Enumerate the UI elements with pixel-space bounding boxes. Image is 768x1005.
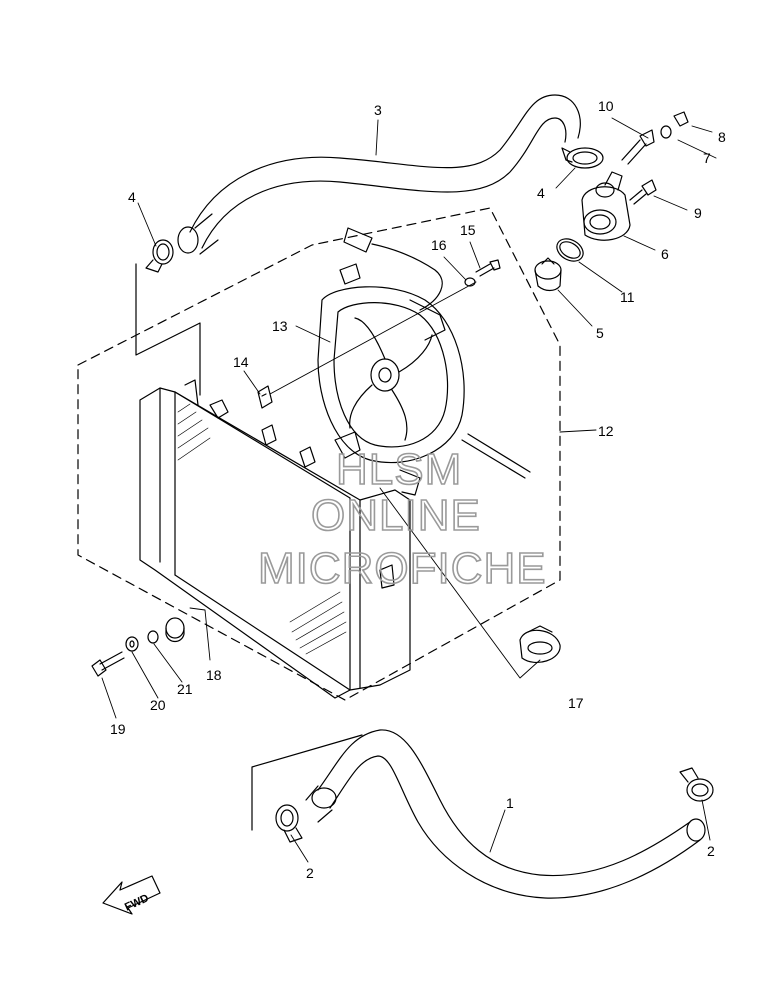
ref-bracket-hose3 bbox=[135, 263, 201, 396]
callout-8: 8 bbox=[718, 129, 726, 145]
bolt-8 bbox=[673, 111, 689, 127]
watermark-line-3: MICROFICHE bbox=[258, 544, 547, 593]
callout-11: 11 bbox=[620, 289, 635, 305]
hose-clamp-upper-right bbox=[561, 147, 604, 169]
collar-18 bbox=[165, 617, 185, 643]
forward-arrow-icon bbox=[102, 875, 161, 915]
callout-15: 15 bbox=[460, 222, 476, 238]
radiator-assembly-boundary bbox=[77, 207, 561, 701]
watermark-line-2: ONLINE bbox=[311, 491, 481, 540]
upper-hose bbox=[177, 94, 581, 255]
hose-clamp-left bbox=[145, 239, 174, 273]
thermostat bbox=[534, 257, 562, 292]
hose-clamp-lower-right bbox=[679, 767, 714, 802]
callout-18: 18 bbox=[206, 667, 222, 683]
forward-label: FWD bbox=[123, 892, 151, 913]
callout-labels: 1 2 2 3 4 4 5 6 7 8 9 10 11 12 13 14 15 … bbox=[110, 98, 726, 881]
callout-4-right: 4 bbox=[537, 185, 545, 201]
hose-clamp-lower-left bbox=[275, 804, 303, 843]
callout-6: 6 bbox=[661, 246, 669, 262]
callout-12: 12 bbox=[598, 423, 614, 439]
callout-19: 19 bbox=[110, 721, 126, 737]
radiator-cap bbox=[519, 625, 561, 663]
washer-7 bbox=[660, 125, 672, 139]
leader-lines bbox=[101, 117, 717, 863]
callout-14: 14 bbox=[233, 354, 249, 370]
fan-assembly bbox=[317, 263, 465, 496]
callout-21: 21 bbox=[177, 681, 193, 697]
o-ring bbox=[556, 238, 584, 262]
bolt-10 bbox=[621, 129, 655, 165]
damper-21 bbox=[147, 630, 159, 644]
watermark: HLSM ONLINE MICROFICHE bbox=[257, 444, 547, 594]
lower-hose bbox=[305, 729, 706, 899]
bolt-9 bbox=[629, 179, 657, 205]
thermostat-housing bbox=[581, 171, 631, 241]
bolt-19 bbox=[91, 651, 125, 677]
callout-4-left: 4 bbox=[128, 189, 136, 205]
callout-16: 16 bbox=[431, 237, 447, 253]
radiator bbox=[139, 379, 411, 699]
ref-bracket-hose1 bbox=[251, 734, 363, 831]
radiator-fins bbox=[177, 403, 347, 655]
callout-2-left: 2 bbox=[306, 865, 314, 881]
callout-7: 7 bbox=[703, 150, 711, 166]
screw-15 bbox=[475, 259, 501, 277]
watermark-line-1: HLSM bbox=[336, 445, 462, 494]
callout-2-right: 2 bbox=[707, 843, 715, 859]
washer-20 bbox=[125, 636, 139, 652]
callout-9: 9 bbox=[694, 205, 702, 221]
callout-1: 1 bbox=[506, 795, 514, 811]
callout-5: 5 bbox=[596, 325, 604, 341]
fan-wire-harness bbox=[343, 227, 531, 479]
clip-14 bbox=[257, 385, 273, 409]
callout-17: 17 bbox=[568, 695, 584, 711]
callout-13: 13 bbox=[272, 318, 288, 334]
callout-3: 3 bbox=[374, 102, 382, 118]
washer-16 bbox=[464, 277, 476, 287]
callout-20: 20 bbox=[150, 697, 166, 713]
callout-10: 10 bbox=[598, 98, 614, 114]
